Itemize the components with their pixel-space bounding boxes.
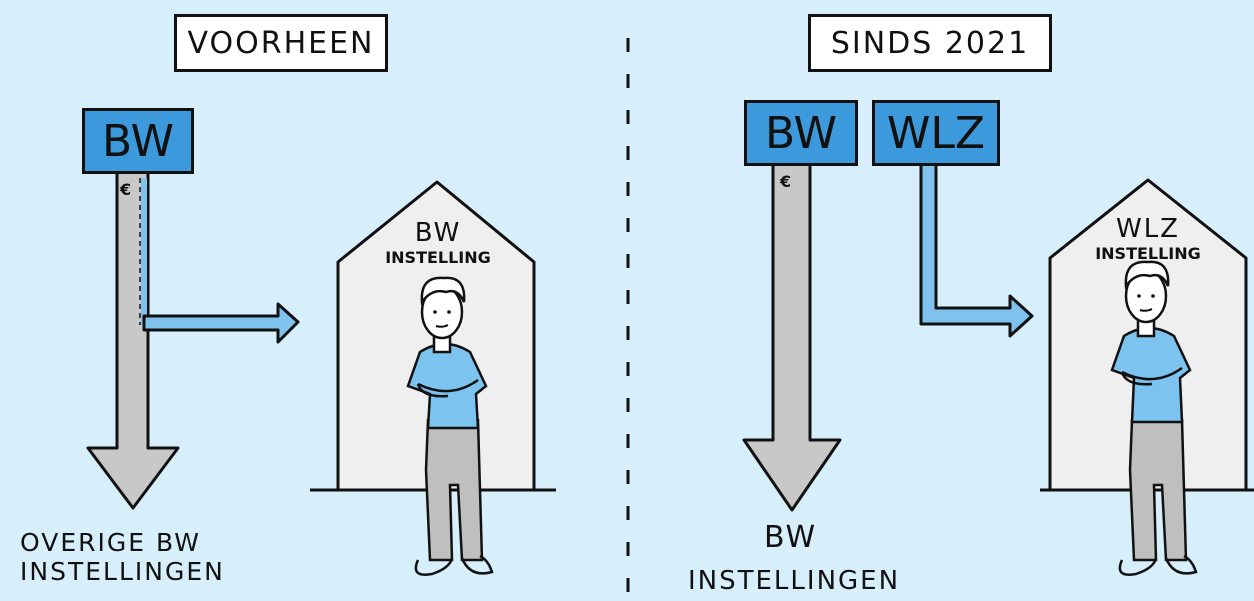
left-house-label: BW INSTELLING xyxy=(368,218,508,267)
left-bw-label: BW xyxy=(101,115,175,167)
right-house-label: WLZ INSTELLING xyxy=(1078,214,1218,263)
right-title: SINDS 2021 xyxy=(830,25,1030,61)
right-bottom-label-line1: BW xyxy=(764,520,818,555)
left-title-box: VOORHEEN xyxy=(174,14,388,72)
right-wlz-label: WLZ xyxy=(886,107,986,159)
right-bw-label: BW xyxy=(764,107,838,159)
right-wlz-box: WLZ xyxy=(872,100,1000,166)
left-person xyxy=(406,276,494,576)
left-title: VOORHEEN xyxy=(187,25,375,61)
right-title-box: SINDS 2021 xyxy=(808,14,1052,72)
left-bw-box: BW xyxy=(82,108,194,174)
right-house-label-line2: INSTELLING xyxy=(1095,244,1201,263)
left-house-label-line1: BW xyxy=(414,218,462,248)
right-house-label-line1: WLZ xyxy=(1115,214,1180,244)
left-blue-branch-arrow xyxy=(142,302,300,344)
left-euro-symbol: € xyxy=(120,180,134,199)
left-bottom-label-line2: INSTELLINGEN xyxy=(20,557,225,586)
right-person xyxy=(1110,260,1198,576)
right-bw-box: BW xyxy=(744,100,858,166)
right-blue-arrow xyxy=(919,160,1034,338)
right-bottom-label-line2: INSTELLINGEN xyxy=(688,566,901,596)
left-grey-arrow xyxy=(86,170,180,510)
left-bottom-label: OVERIGE BW INSTELLINGEN xyxy=(20,528,225,586)
right-grey-arrow xyxy=(742,160,842,512)
left-bottom-label-line1: OVERIGE BW xyxy=(20,528,201,557)
left-house-label-line2: INSTELLING xyxy=(385,248,491,267)
right-euro-symbol: € xyxy=(780,172,794,191)
